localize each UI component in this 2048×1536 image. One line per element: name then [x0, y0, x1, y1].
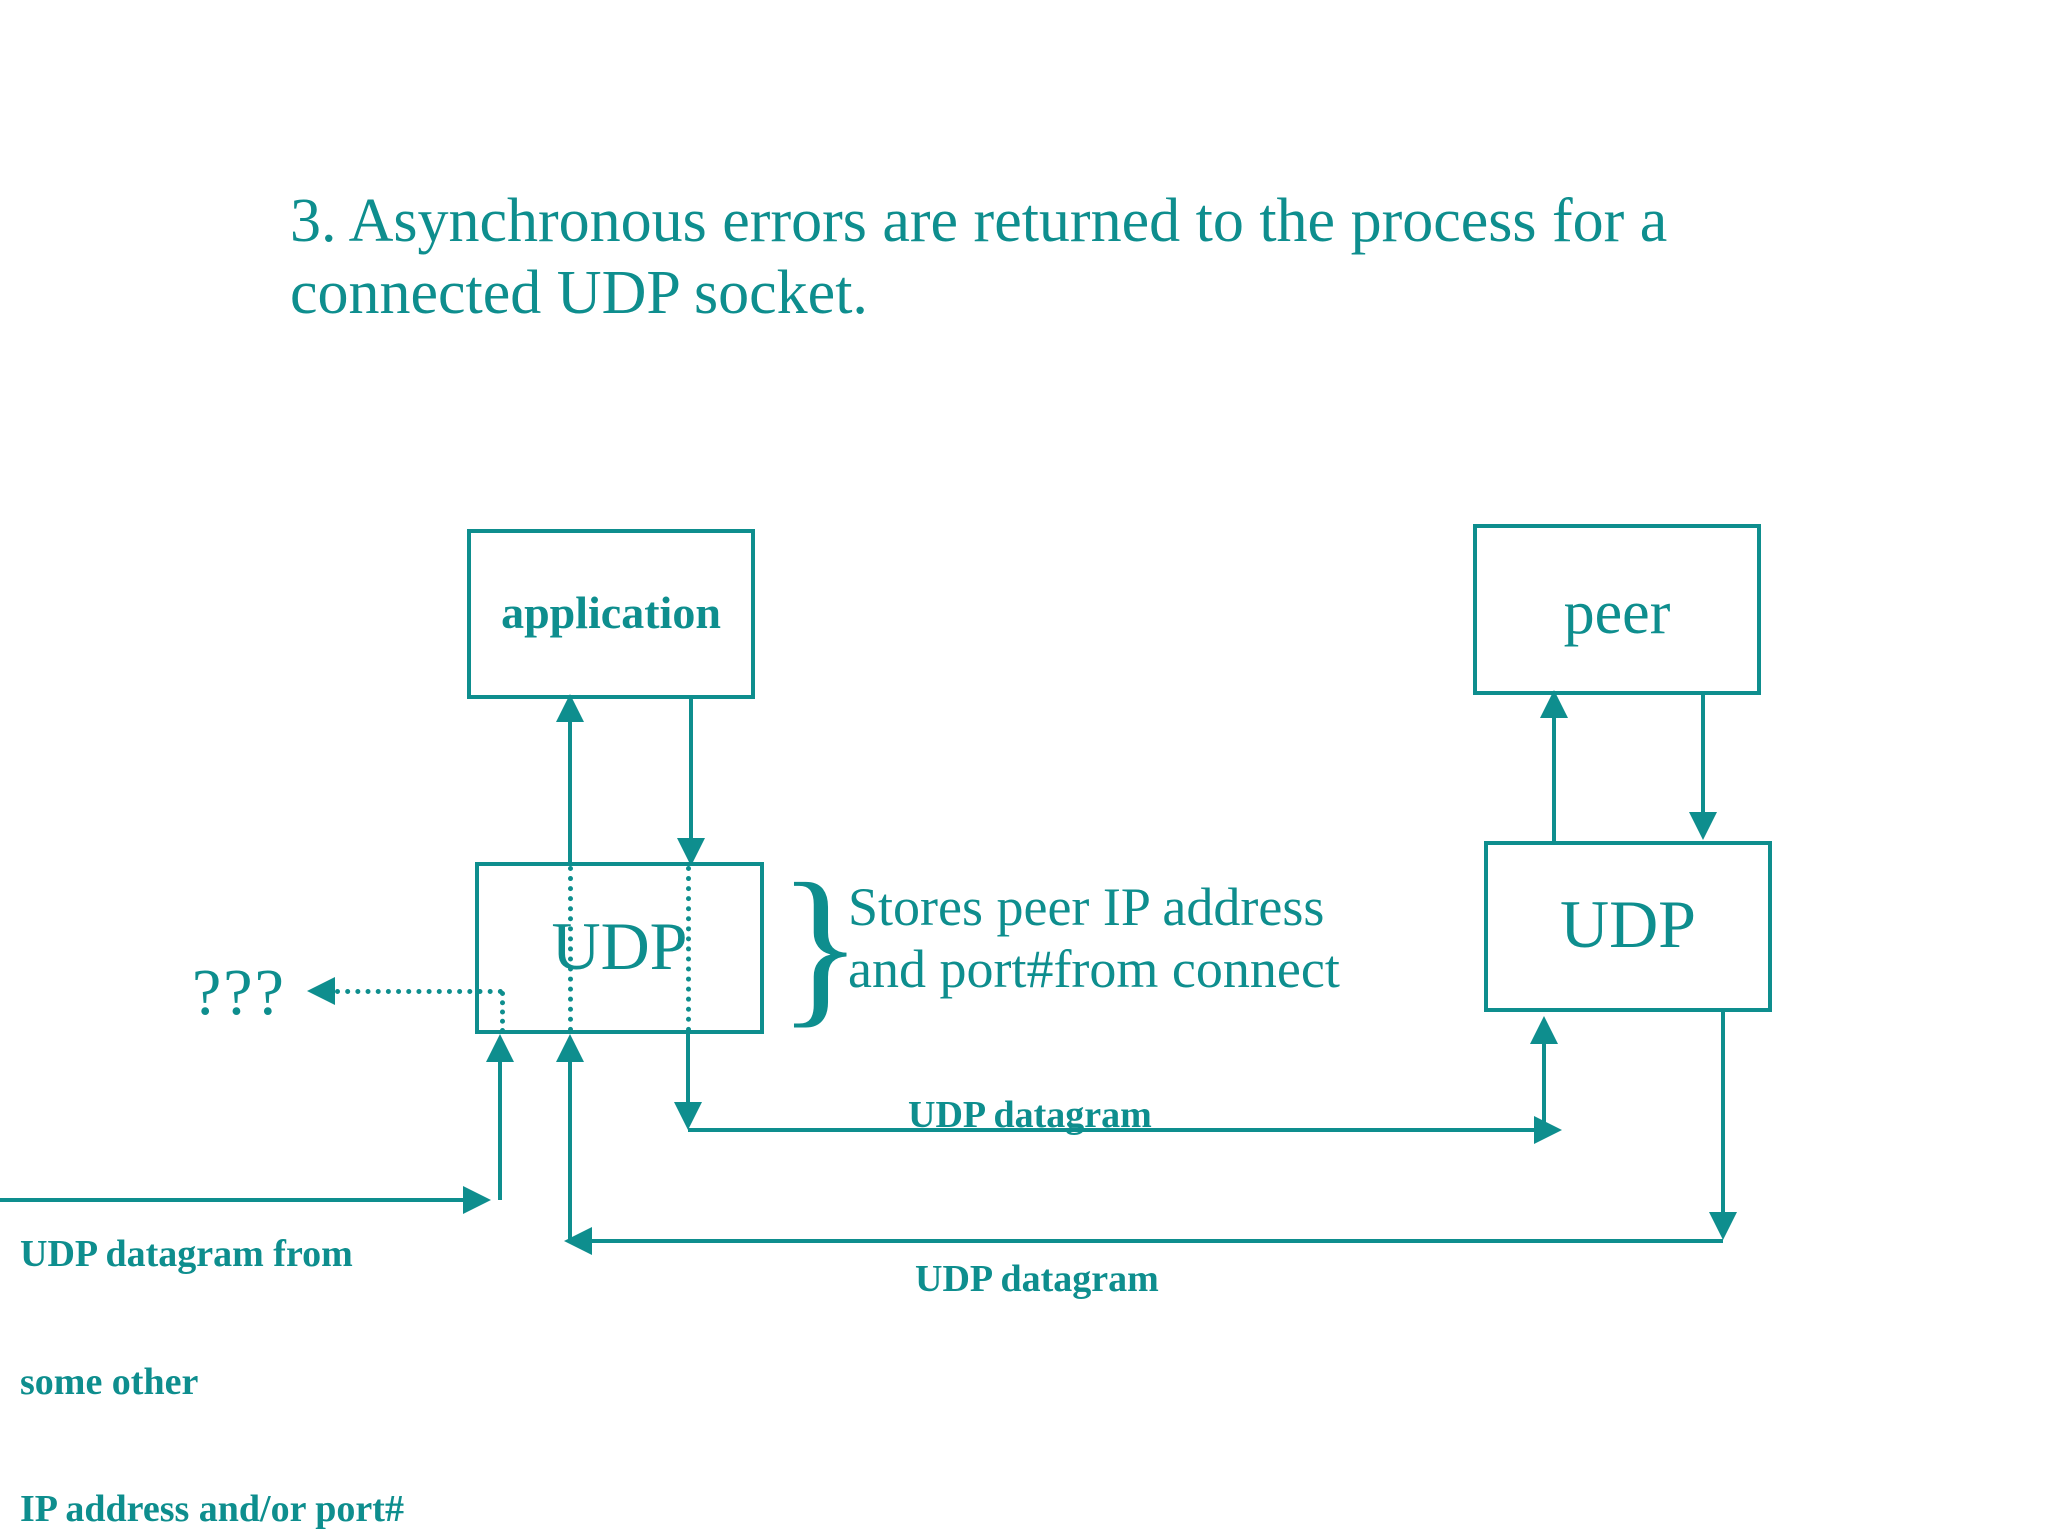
application-box: application: [467, 529, 755, 699]
other-source-rise-head: [486, 1034, 514, 1062]
page-title: 3. Asynchronous errors are returned to t…: [290, 186, 1880, 330]
outbound-datagram-line-head: [1534, 1116, 1562, 1144]
arrow-udppeer-to-peer-head: [1540, 690, 1568, 718]
stores-note-line-2: and port#from connect: [848, 939, 1340, 1000]
arrow-peer-to-udppeer-shaft: [1701, 693, 1705, 813]
inbound-datagram-drop-head: [1709, 1212, 1737, 1240]
stores-note-line-1: Stores peer IP address: [848, 877, 1325, 937]
arrow-udppeer-to-peer-shaft: [1552, 702, 1556, 844]
inbound-datagram-rise-head: [556, 1034, 584, 1062]
udp-local-dotted-path-recv: [686, 866, 691, 1032]
udp-local-dotted-path-send: [568, 866, 573, 1032]
udp-local-box: UDP: [475, 862, 764, 1034]
title-line-2: connected UDP socket.: [290, 258, 868, 327]
outbound-datagram-label: UDP datagram: [908, 1094, 1152, 1136]
arrow-udp-to-application-shaft: [568, 706, 572, 866]
udp-local-box-label: UDP: [551, 907, 688, 984]
udp-peer-box: UDP: [1484, 841, 1772, 1012]
outbound-datagram-rise-shaft: [1542, 1028, 1546, 1130]
other-source-rise-shaft: [498, 1060, 502, 1200]
brace-glyph: }: [778, 848, 863, 1043]
arrow-peer-to-udppeer-head: [1689, 812, 1717, 840]
arrow-udp-to-application-head: [556, 694, 584, 722]
other-source-line-head: [463, 1186, 491, 1214]
udp-peer-box-label: UDP: [1559, 886, 1697, 962]
other-source-label: UDP datagram from some other IP address …: [20, 1148, 404, 1536]
outbound-datagram-drop-shaft: [686, 1032, 690, 1104]
other-source-line: [0, 1198, 465, 1202]
inbound-datagram-drop-shaft: [1721, 1012, 1725, 1214]
outbound-datagram-rise-head: [1530, 1016, 1558, 1044]
peer-box-label: peer: [1563, 579, 1671, 647]
arrow-application-to-udp-head: [677, 838, 705, 866]
peer-box: peer: [1473, 524, 1761, 695]
outbound-datagram-line: [688, 1128, 1546, 1132]
application-box-label: application: [501, 586, 721, 638]
error-return-arrow-head: [307, 977, 335, 1005]
unknown-error-marker: ???: [192, 956, 286, 1029]
other-source-label-line-1: UDP datagram from: [20, 1233, 353, 1276]
error-return-dotted-line: [335, 989, 503, 994]
other-source-label-line-2: some other: [20, 1360, 199, 1403]
title-line-1: 3. Asynchronous errors are returned to t…: [290, 187, 1668, 255]
arrow-application-to-udp-shaft: [689, 697, 693, 841]
inbound-datagram-rise-shaft: [568, 1060, 572, 1241]
inbound-datagram-line: [592, 1239, 1723, 1243]
outbound-datagram-drop-head: [674, 1102, 702, 1130]
stores-peer-note: Stores peer IP address and port#from con…: [848, 876, 1488, 1000]
inbound-datagram-label: UDP datagram: [915, 1258, 1159, 1300]
other-source-label-line-3: IP address and/or port#: [20, 1488, 404, 1531]
udp-local-dotted-path-error: [500, 991, 505, 1033]
